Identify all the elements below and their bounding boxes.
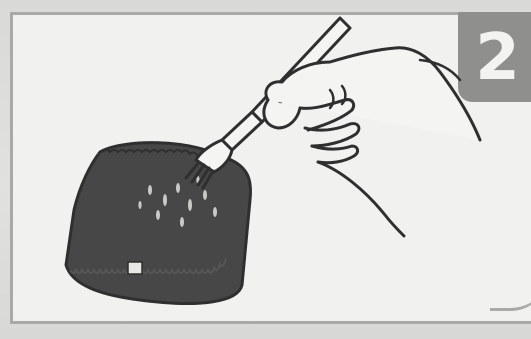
- hand: [264, 48, 480, 236]
